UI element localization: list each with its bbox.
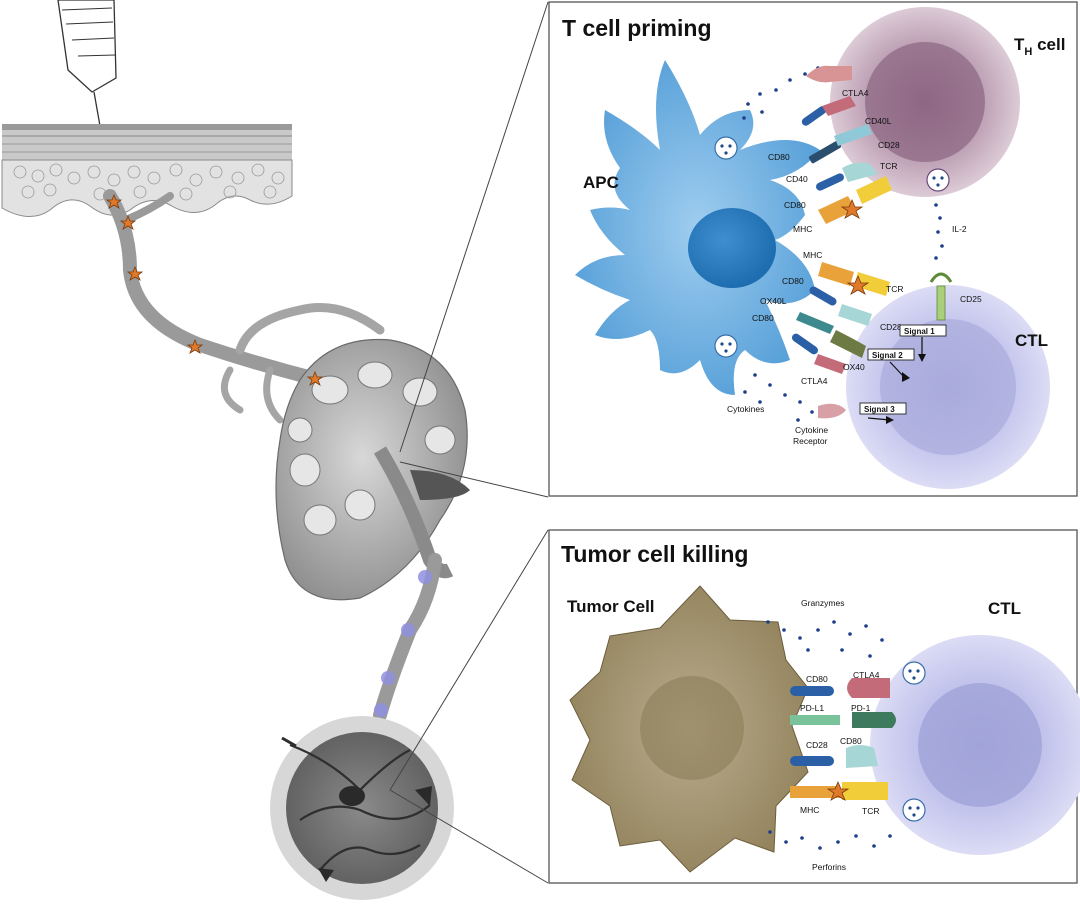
panel-t-cell-priming: T cell priming TH cell CTL APC — [548, 1, 1078, 497]
panel-tumor-cell-killing: Tumor cell killing Tumor Cell CTL — [548, 529, 1080, 884]
label-cd40l: CD40L — [865, 116, 892, 126]
label-cd80-d: CD80 — [752, 313, 774, 323]
receptor-cd25 — [929, 272, 953, 321]
label-perforins: Perforins — [812, 862, 846, 872]
tumor-mass — [270, 716, 454, 900]
label-ox40: OX40 — [843, 362, 865, 372]
vesicles-top — [714, 136, 950, 358]
receptor-ox40l-ox40 — [796, 312, 866, 358]
label-mhc-bottom: MHC — [800, 805, 819, 815]
vesicles-bottom — [902, 661, 926, 822]
granzyme-perforin-dots — [766, 620, 892, 850]
label-il2: IL-2 — [952, 224, 967, 234]
label-tcr-top: TCR — [880, 161, 897, 171]
efferent-vessel — [373, 553, 442, 722]
th-cell-label: TH cell — [1014, 35, 1065, 58]
label-cd80-1: CD80 — [806, 674, 828, 684]
label-pd-1: PD-1 — [851, 703, 871, 713]
ctl-label-bottom: CTL — [988, 599, 1021, 618]
lymph-node — [275, 338, 470, 601]
label-cd80-2: CD80 — [840, 736, 862, 746]
label-pd-l1: PD-L1 — [800, 703, 824, 713]
signal-1: Signal 1 — [899, 324, 947, 362]
apc-label: APC — [583, 173, 619, 192]
apc-nucleus — [688, 208, 776, 288]
label-cd28-bottom: CD28 — [806, 740, 828, 750]
label-mhc-a: MHC — [793, 224, 812, 234]
tumor-label: Tumor Cell — [567, 597, 655, 616]
label-tcr-bottom: TCR — [862, 806, 879, 816]
label-cd80-b: CD80 — [784, 200, 806, 210]
pair-pdl1-pd1 — [790, 712, 896, 728]
label-cd28-b: CD28 — [880, 322, 902, 332]
panel-title-priming: T cell priming — [562, 15, 712, 41]
skin-tissue — [1, 124, 293, 217]
label-ctla4-b: CTLA4 — [801, 376, 828, 386]
receptor-cd80-ctla4-b — [791, 333, 846, 374]
receptor-cd80-cd28 — [816, 162, 878, 191]
zoom-lines — [389, 1, 549, 884]
label-cd80-a: CD80 — [768, 152, 790, 162]
pair-cd80-ctla4 — [790, 678, 890, 698]
label-cd40: CD40 — [786, 174, 808, 184]
label-cytokine-receptor-1: Cytokine — [795, 425, 828, 435]
receptor-cd40-cd40l — [809, 124, 872, 164]
receptor-cd80-cd28-b — [809, 286, 872, 326]
label-cd25: CD25 — [960, 294, 982, 304]
label-tcr-b: TCR — [886, 284, 903, 294]
ctl-label-top: CTL — [1015, 331, 1048, 350]
svg-text:Signal 2: Signal 2 — [872, 351, 903, 360]
label-cytokine-receptor-2: Receptor — [793, 436, 828, 446]
svg-text:Signal 3: Signal 3 — [864, 405, 895, 414]
label-cytokines: Cytokines — [727, 404, 764, 414]
receptor-cd80-ctla4 — [801, 96, 856, 126]
receptor-mhc-tcr-top — [818, 176, 892, 224]
receptor-ctla4-top — [806, 65, 852, 83]
label-ox40l: OX40L — [760, 296, 787, 306]
signal-3: Signal 3 — [859, 402, 907, 424]
receptor-mhc-tcr-bottom — [818, 262, 890, 296]
syringe — [57, 0, 117, 206]
label-cd28-top: CD28 — [878, 140, 900, 150]
cytokine-dots — [742, 66, 944, 422]
antigen-stars — [105, 193, 324, 386]
svg-text:Signal 1: Signal 1 — [904, 327, 935, 336]
signal-2: Signal 2 — [867, 348, 915, 382]
panel-title-killing: Tumor cell killing — [561, 541, 748, 567]
label-granzymes: Granzymes — [801, 598, 844, 608]
label-cd80-c: CD80 — [782, 276, 804, 286]
label-ctla4-bottom: CTLA4 — [853, 670, 880, 680]
receptor-cytokine — [818, 403, 846, 419]
label-ctla4-top: CTLA4 — [842, 88, 869, 98]
pair-cd28-cd80 — [790, 745, 878, 768]
pair-mhc-tcr — [790, 780, 888, 801]
label-mhc-b: MHC — [803, 250, 822, 260]
